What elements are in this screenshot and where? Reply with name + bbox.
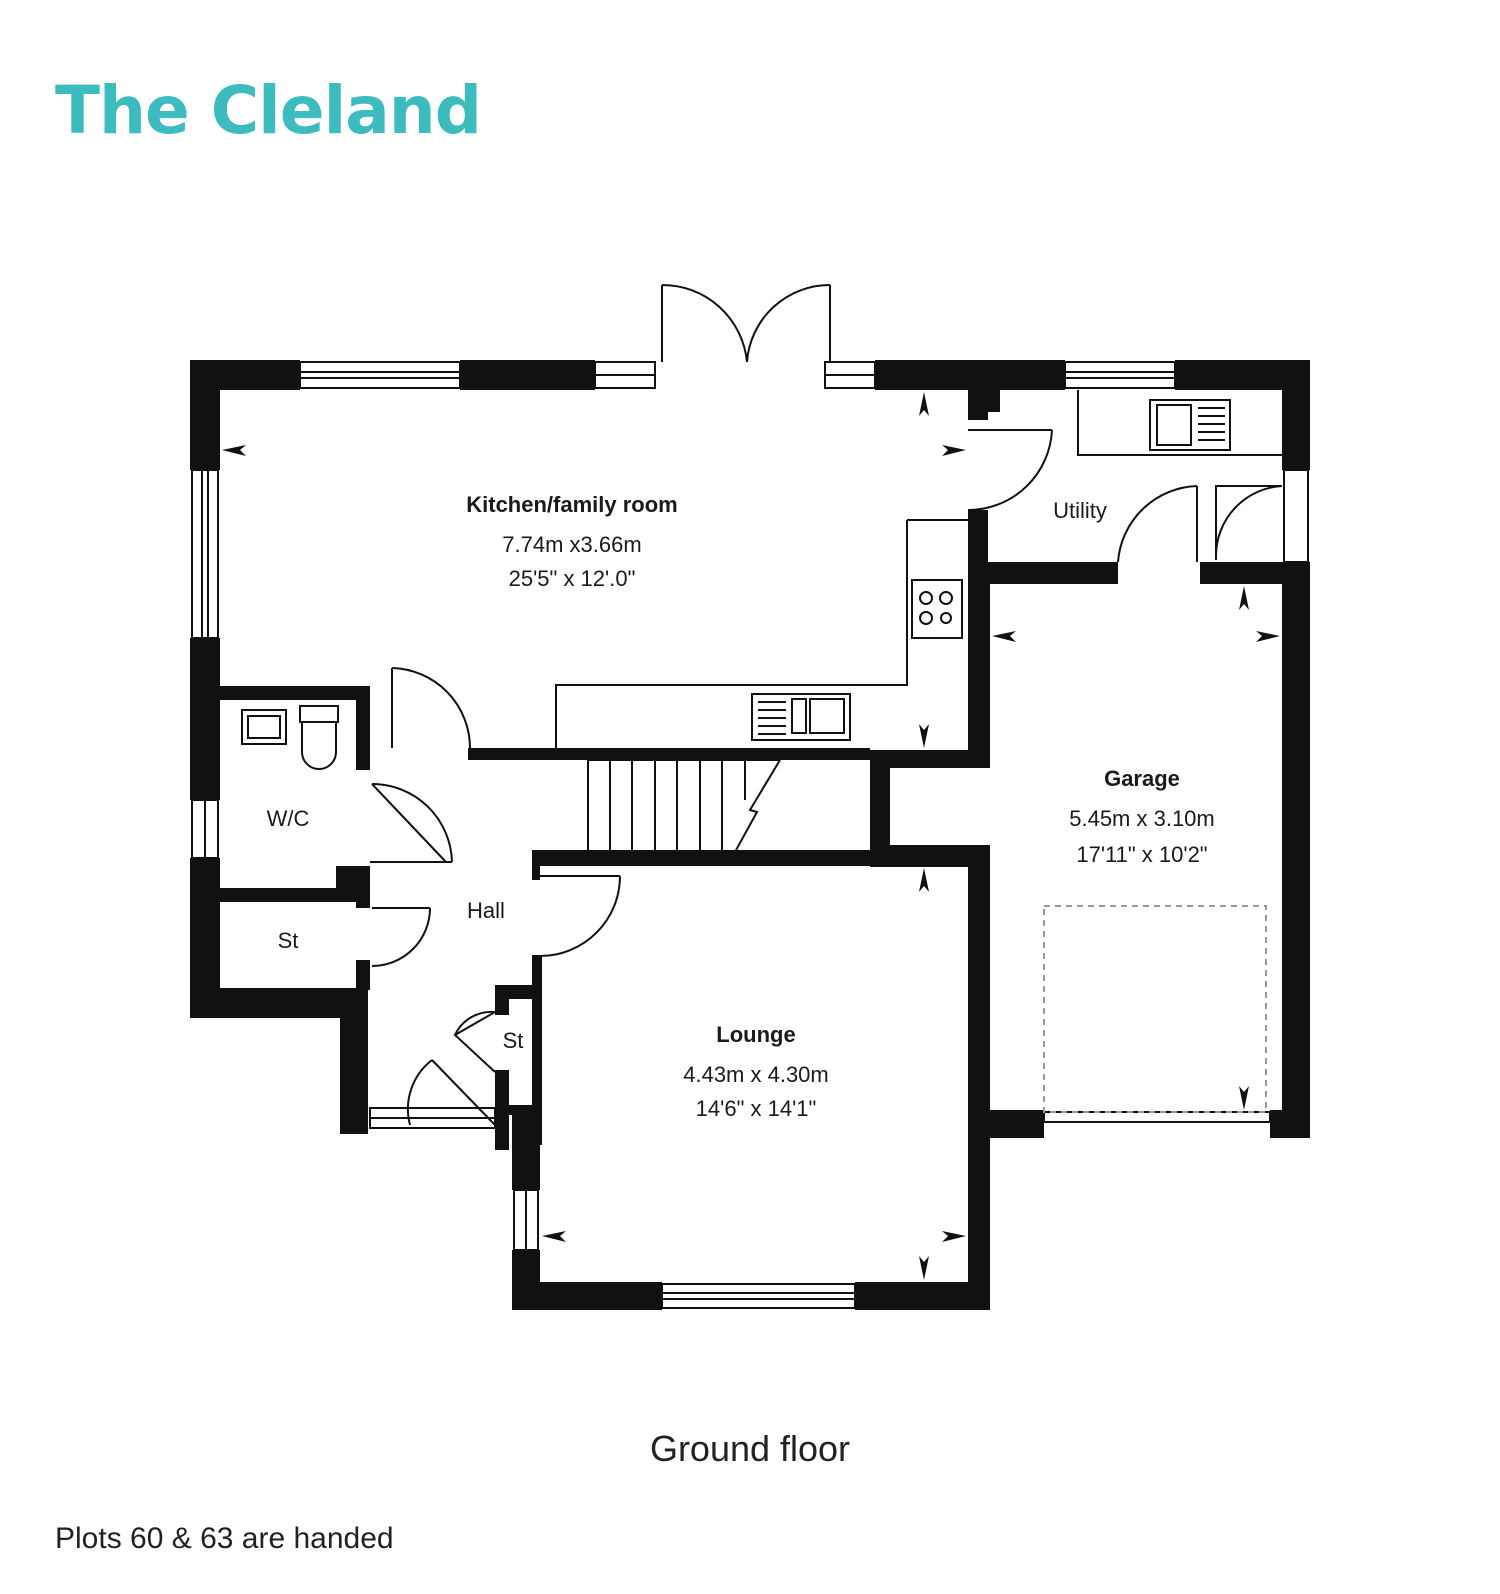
garage-door-frame xyxy=(1043,1111,1271,1123)
window-wc xyxy=(191,799,219,859)
kitchen-worktop xyxy=(555,519,968,748)
door-utility xyxy=(967,429,1053,512)
window-lounge-south xyxy=(661,1283,856,1309)
kitchen-sink xyxy=(751,693,851,741)
hob xyxy=(911,579,963,639)
utility-name: Utility xyxy=(1053,498,1107,523)
staircase xyxy=(587,759,782,853)
door-french-left xyxy=(661,283,748,363)
door-french-right xyxy=(746,283,831,363)
window-lounge-west xyxy=(513,1189,539,1251)
toilet-bowl xyxy=(301,722,337,770)
hall-name: Hall xyxy=(467,898,505,923)
dimension-markers xyxy=(222,392,1280,1280)
door-wc xyxy=(370,783,453,863)
door-kitchen xyxy=(391,667,471,749)
wc-name: W/C xyxy=(267,806,310,831)
window-kitchen-north xyxy=(299,361,461,389)
lounge-dim-imperial: 14'6" x 14'1" xyxy=(696,1096,817,1121)
kitchen-name: Kitchen/family room xyxy=(466,492,677,517)
floor-label: Ground floor xyxy=(649,1428,851,1469)
door-utility-external xyxy=(1214,485,1283,560)
door-front xyxy=(406,1059,496,1126)
fixtures xyxy=(241,390,1282,770)
wc-basin xyxy=(241,709,287,745)
footnote: Plots 60 & 63 are handed xyxy=(55,1522,394,1555)
store-west-name: St xyxy=(278,928,299,953)
room-labels: Kitchen/family room 7.74m x3.66m 25'5" x… xyxy=(267,492,1215,1121)
window-utility xyxy=(1064,361,1176,389)
window-kitchen-patio-left xyxy=(594,361,656,389)
doors xyxy=(370,283,1283,1126)
window-kitchen-west xyxy=(191,469,219,639)
store-hall-name: St xyxy=(503,1028,524,1053)
toilet-cistern xyxy=(299,705,339,723)
lounge-dim-metric: 4.43m x 4.30m xyxy=(683,1062,829,1087)
plan-title: The Cleland xyxy=(55,72,482,149)
door-store-west xyxy=(371,907,431,967)
window-kitchen-patio-right xyxy=(824,361,876,389)
door-utility-garage xyxy=(1117,485,1198,563)
windows xyxy=(191,361,1309,1309)
walls xyxy=(190,360,1310,1310)
kitchen-dim-metric: 7.74m x3.66m xyxy=(502,532,641,557)
window-utility-door-east xyxy=(1283,469,1309,563)
garage-dim-metric: 5.45m x 3.10m xyxy=(1069,806,1215,831)
garage-dim-imperial: 17'11" x 10'2" xyxy=(1076,842,1207,867)
kitchen-dim-imperial: 25'5" x 12'.0" xyxy=(509,566,636,591)
garage-door-outline xyxy=(1043,905,1267,1113)
door-lounge xyxy=(539,875,621,957)
door-store-hall xyxy=(453,1010,496,1073)
lounge-name: Lounge xyxy=(716,1022,795,1047)
utility-worktop xyxy=(1077,390,1282,456)
garage-name: Garage xyxy=(1104,766,1180,791)
utility-sink xyxy=(1149,399,1231,451)
front-door-frame xyxy=(369,1107,496,1129)
